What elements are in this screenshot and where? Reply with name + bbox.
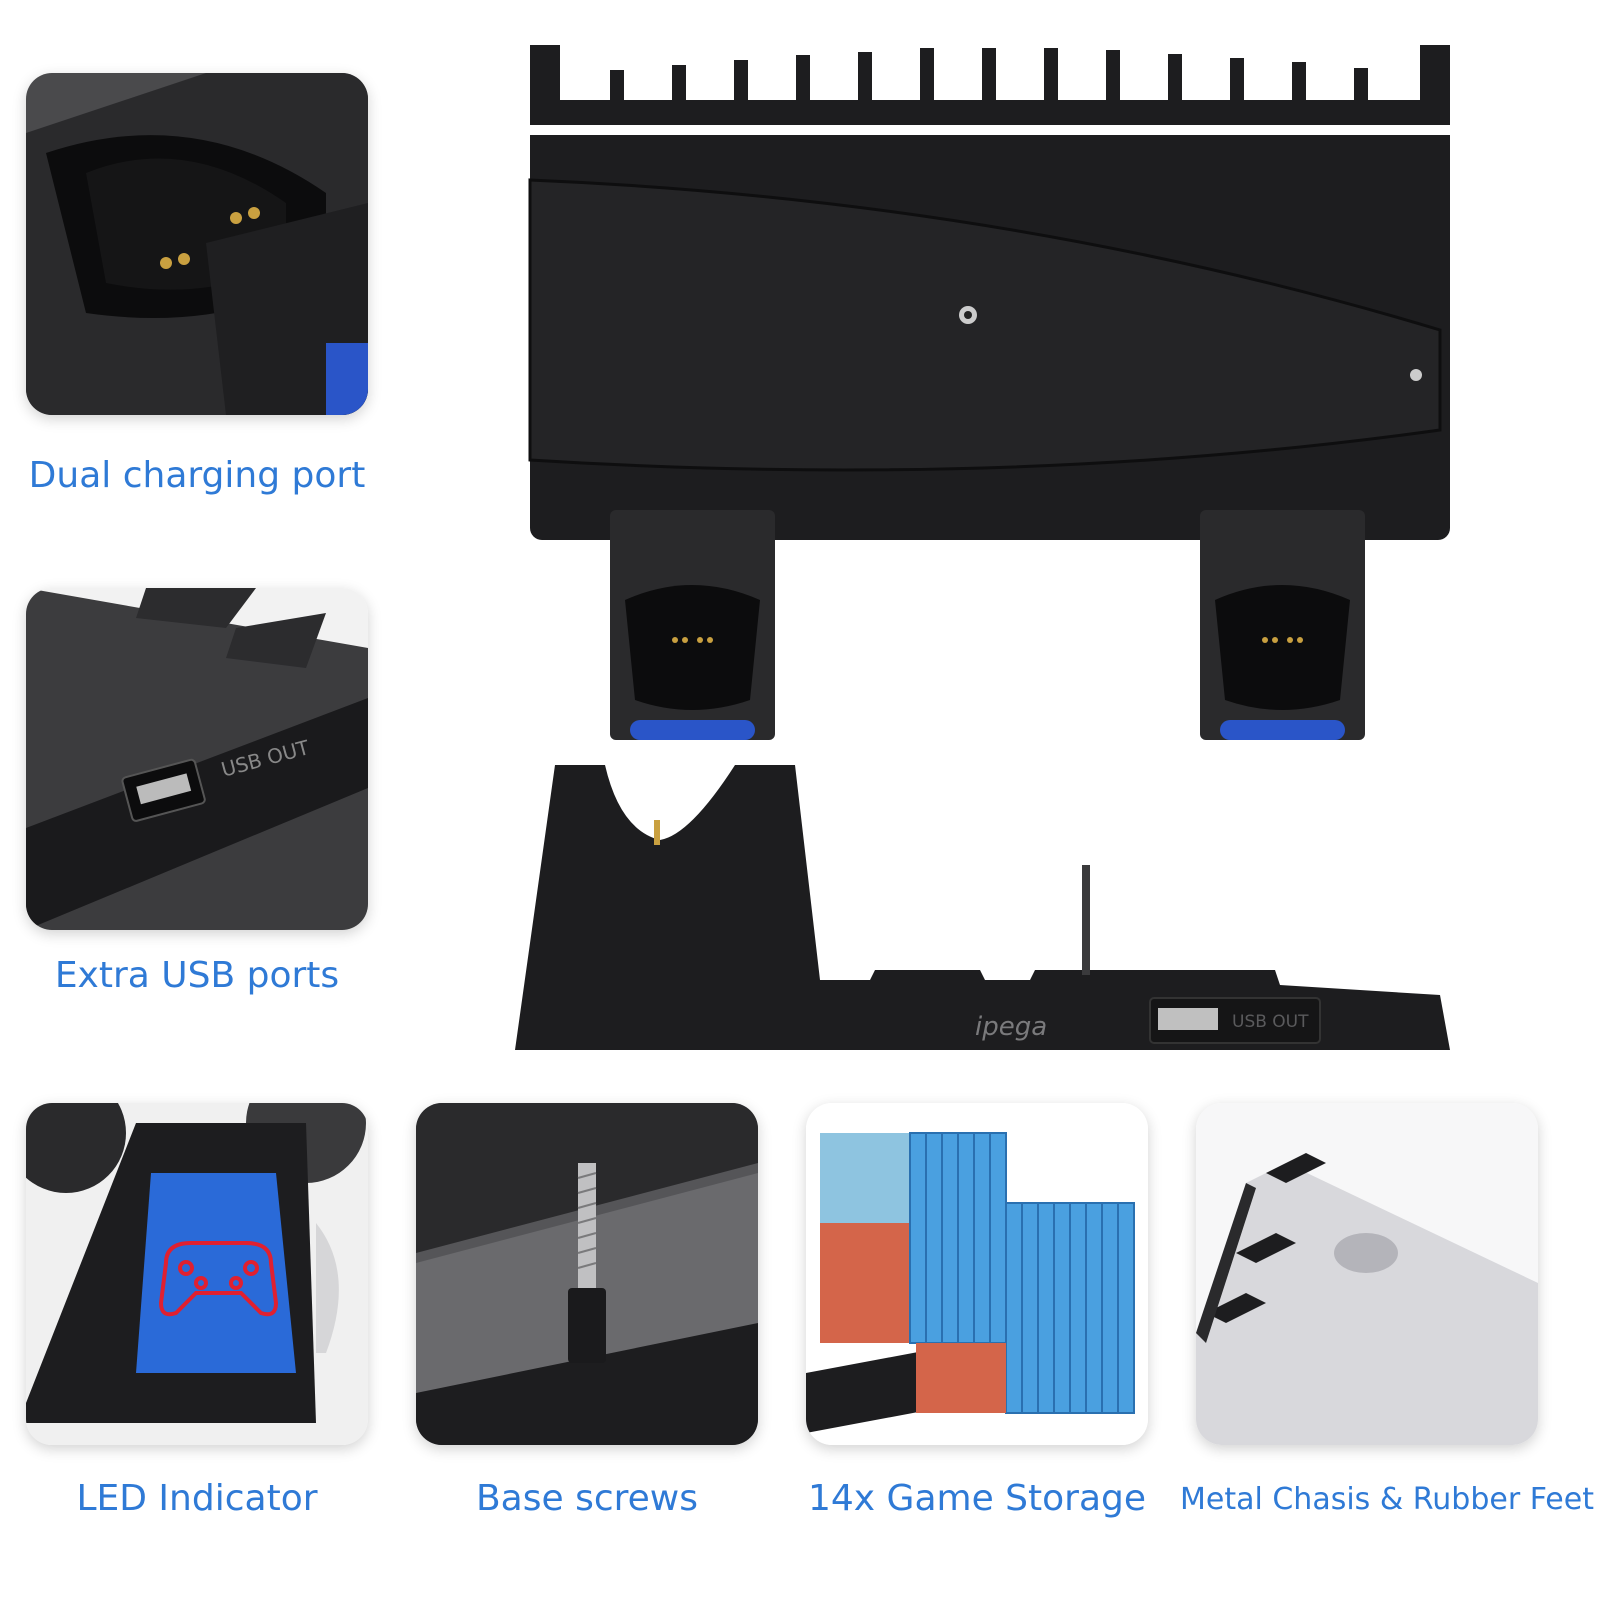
base-screws-photo xyxy=(416,1103,758,1445)
led-indicator-photo xyxy=(26,1103,368,1445)
metal-chassis-rubber-feet-photo xyxy=(1196,1103,1538,1445)
feature-caption-base-screws: Base screws xyxy=(475,1478,698,1519)
game-storage-photo xyxy=(806,1103,1148,1445)
extra-usb-ports-photo: USB OUT xyxy=(26,588,368,930)
charging-stand-product-image: USB OUT ipega xyxy=(510,40,1470,1060)
feature-caption-dual-charging-port: Dual charging port xyxy=(28,455,366,496)
feature-caption-game-storage: 14x Game Storage xyxy=(807,1478,1147,1519)
ipega-logo-text: ipega xyxy=(975,1012,1047,1042)
feature-caption-metal-chassis-rubber-feet: Metal Chasis & Rubber Feet xyxy=(1180,1482,1594,1517)
feature-caption-extra-usb-ports: Extra USB ports xyxy=(54,955,340,996)
usb-out-label: USB OUT xyxy=(1232,1012,1309,1032)
dual-charging-port-photo xyxy=(26,73,368,415)
feature-caption-led-indicator: LED Indicator xyxy=(76,1478,318,1519)
